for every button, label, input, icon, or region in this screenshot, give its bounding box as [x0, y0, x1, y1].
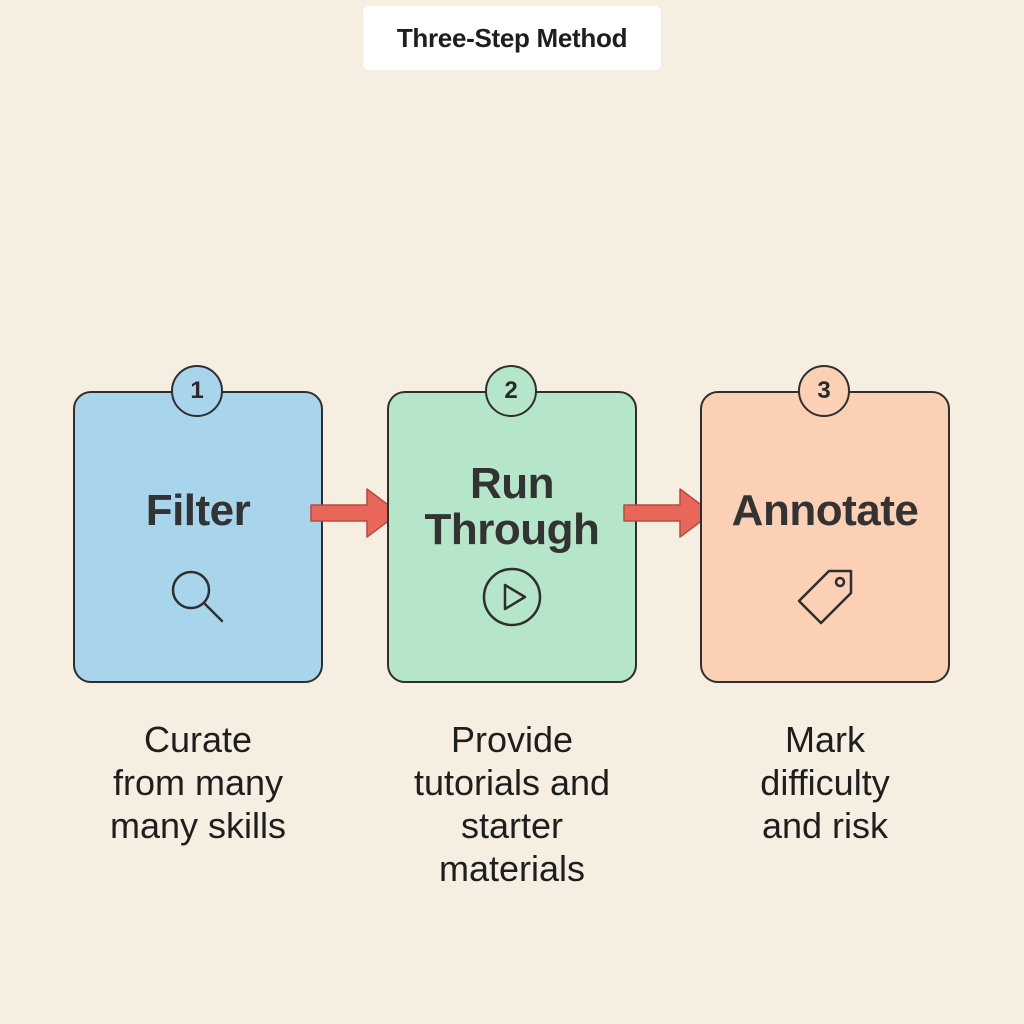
- step-number-badge: 1: [171, 365, 223, 417]
- step-caption: Curate from many many skills: [109, 719, 287, 846]
- arrow-right-icon: [623, 488, 713, 538]
- play-circle-icon: [482, 567, 542, 627]
- step-card-filter: 1 Filter: [73, 365, 323, 683]
- arrow-right-icon: [310, 488, 400, 538]
- step-card-run-through: 2 Run Through: [387, 365, 637, 683]
- step-card-annotate: 3 Annotate: [700, 365, 950, 683]
- step-number-badge: 2: [485, 365, 537, 417]
- magnifier-icon: [171, 570, 224, 623]
- step-caption: Mark difficulty and risk: [760, 719, 890, 846]
- step-caption: Provide tutorials and starter materials: [413, 719, 611, 889]
- tag-icon: [797, 569, 853, 625]
- step-label: Filter: [145, 486, 251, 535]
- step-number-badge: 3: [798, 365, 850, 417]
- step-label: Run Through: [424, 459, 600, 554]
- diagram-title: Three-Step Method: [363, 6, 661, 70]
- step-label: Annotate: [731, 486, 919, 535]
